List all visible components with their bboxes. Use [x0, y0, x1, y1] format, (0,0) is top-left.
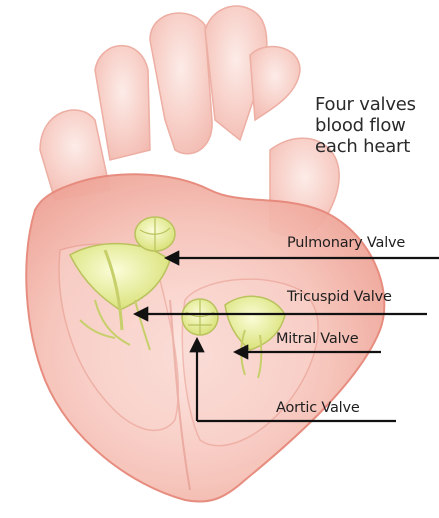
- label-pulmonary-valve: Pulmonary Valve: [287, 235, 405, 251]
- caption-line-1: Four valves: [315, 94, 416, 115]
- label-tricuspid-valve: Tricuspid Valve: [287, 289, 392, 305]
- label-mitral-valve: Mitral Valve: [276, 331, 359, 347]
- pulmonary-valve-shape: [135, 217, 175, 251]
- caption-line-2: blood flow: [315, 115, 406, 136]
- caption-line-3: each heart: [315, 136, 410, 157]
- label-aortic-valve: Aortic Valve: [276, 400, 360, 416]
- aortic-valve-shape: [182, 299, 218, 335]
